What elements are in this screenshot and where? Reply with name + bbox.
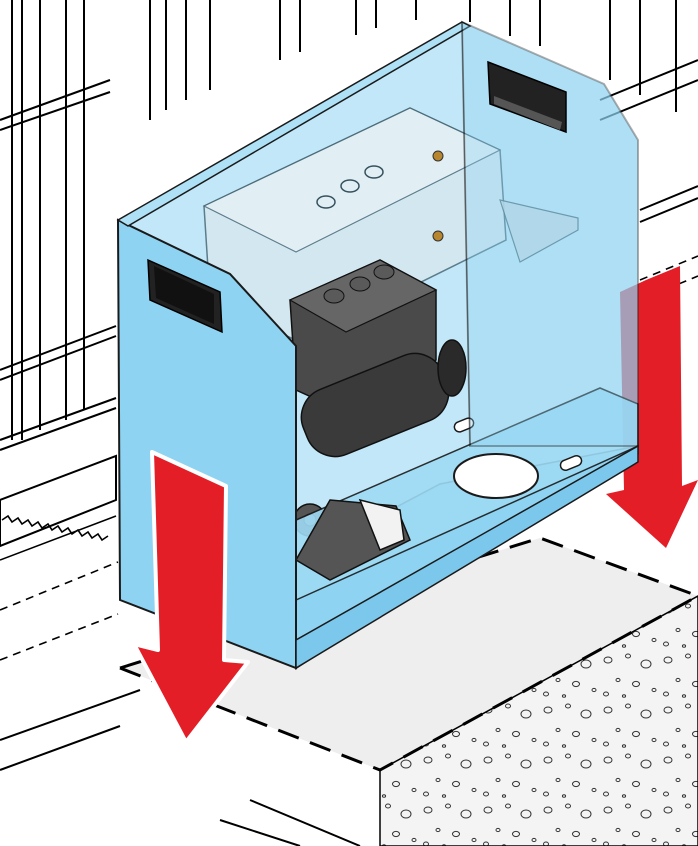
gear-rack — [0, 454, 117, 561]
ground-lines — [0, 689, 361, 846]
down-arrow-icon — [132, 450, 250, 744]
gate-background — [0, 0, 698, 451]
cover-right-panel — [295, 20, 639, 670]
handle-right — [487, 60, 567, 134]
handle-left — [147, 258, 223, 334]
